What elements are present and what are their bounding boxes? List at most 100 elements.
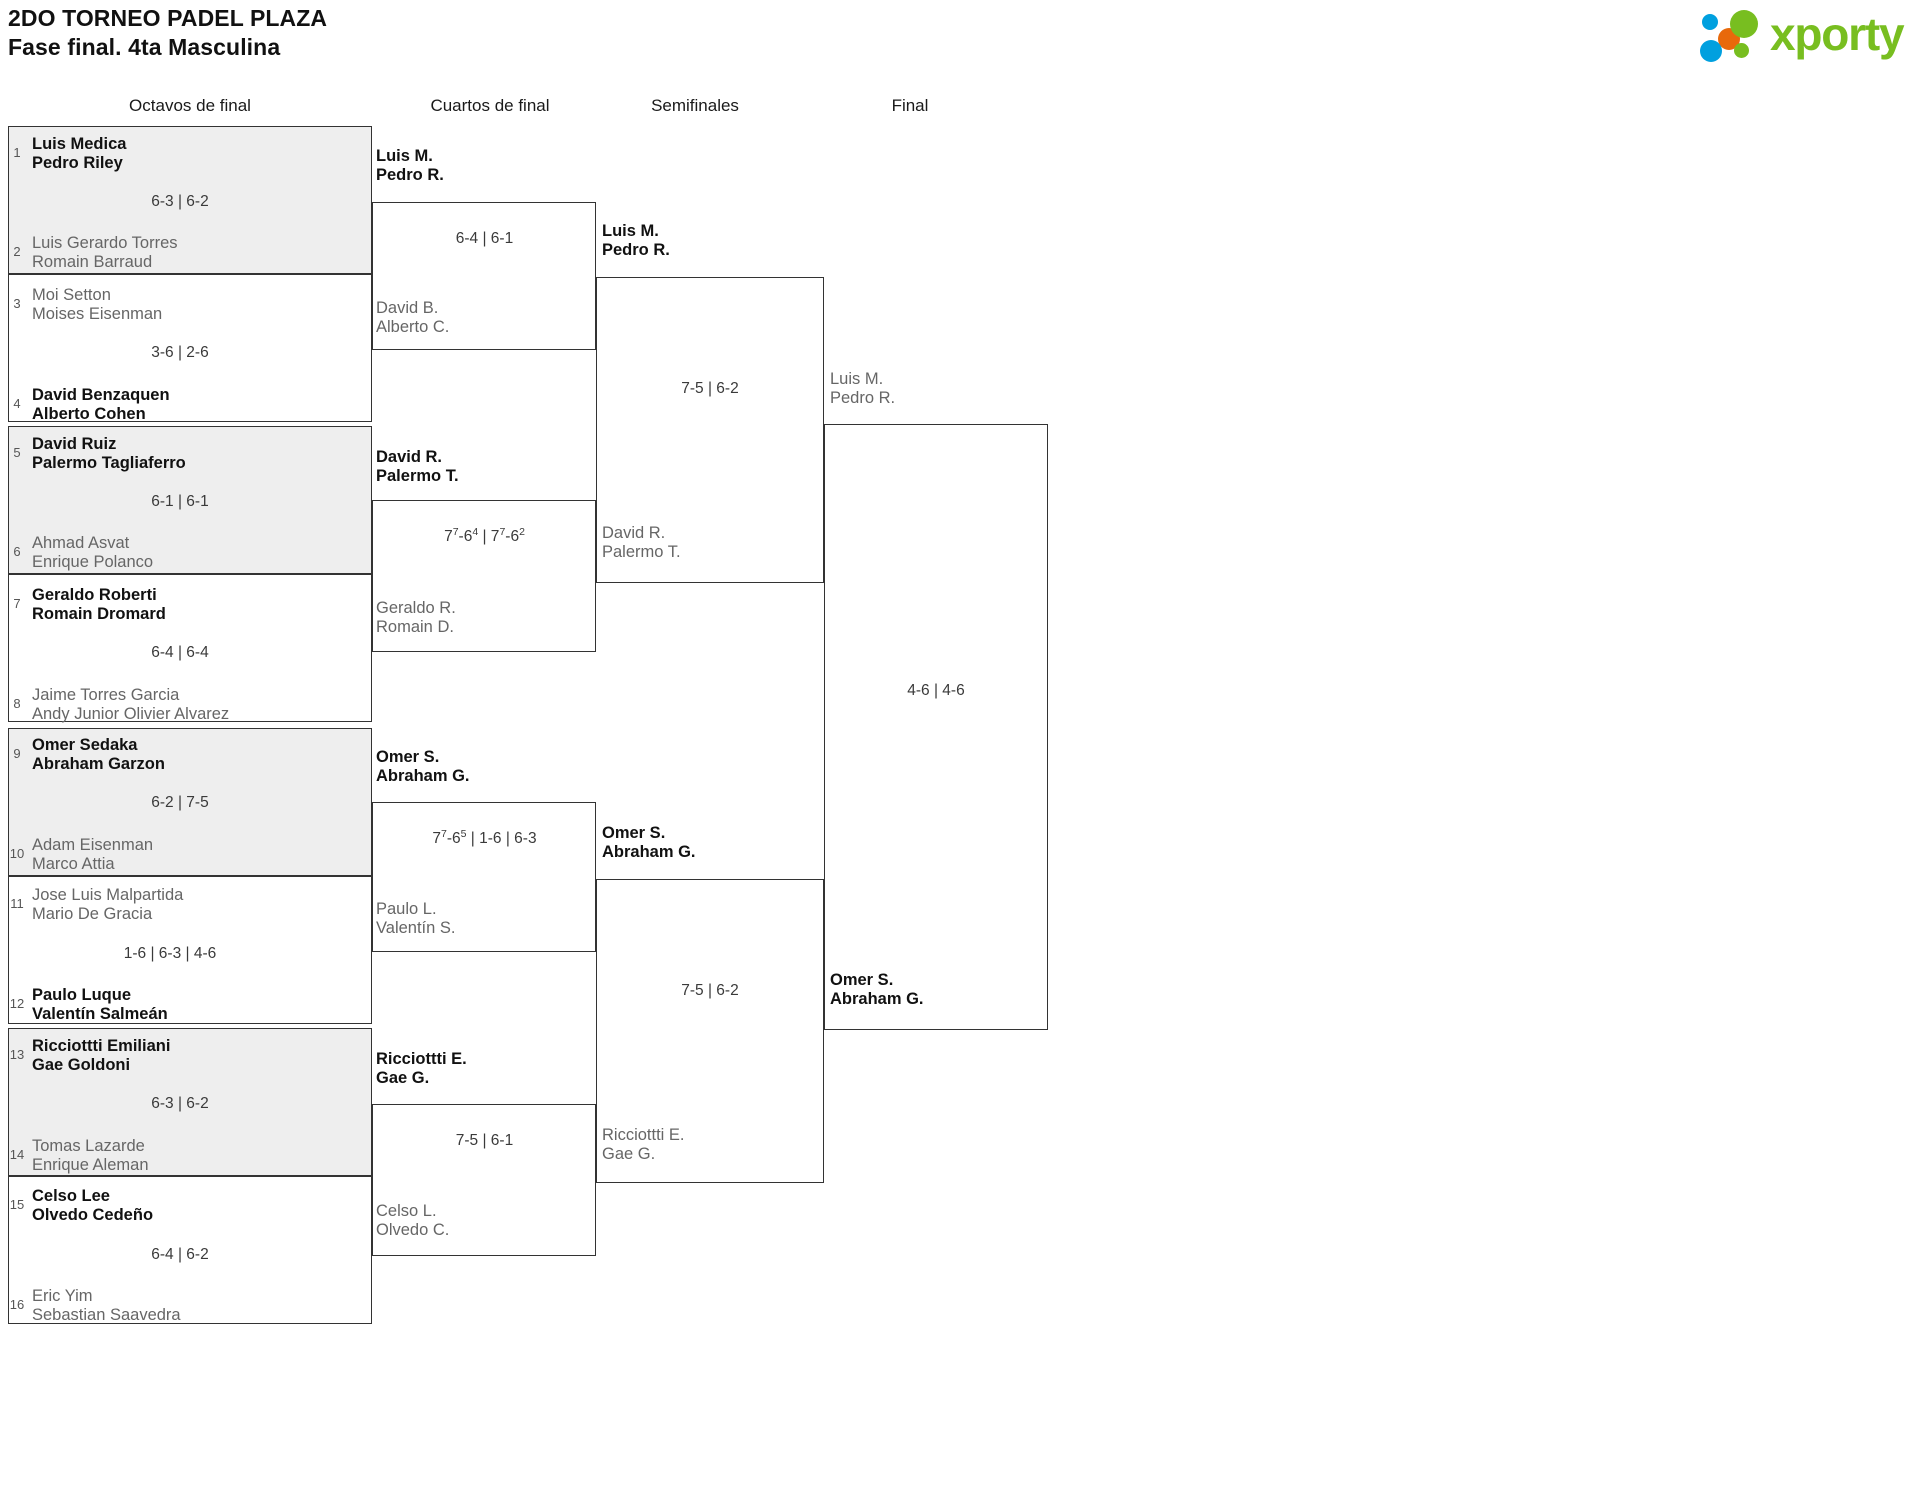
team-name: Mario De Gracia <box>32 905 153 923</box>
team-name: Pedro R. <box>830 389 896 407</box>
seed-number: 4 <box>13 396 21 411</box>
team-name: Abraham G. <box>376 767 470 785</box>
team-name: Olvedo C. <box>376 1221 450 1239</box>
logo-dot-blue-small <box>1702 14 1718 30</box>
logo-dot-blue-large <box>1700 40 1722 62</box>
round-header-semifinales: Semifinales <box>651 96 739 115</box>
team-name: Valentín S. <box>376 919 456 937</box>
team-name: Alberto C. <box>376 318 450 336</box>
team-name: Geraldo R. <box>376 599 456 617</box>
team-name: Palermo Tagliaferro <box>32 454 186 472</box>
team-name: Pedro R. <box>376 166 444 184</box>
team-name: Ricciottti Emiliani <box>32 1037 171 1055</box>
team-name: Omer Sedaka <box>32 736 138 754</box>
match-band-r1-m4[interactable] <box>8 574 372 722</box>
match-box-r3-m1[interactable] <box>596 277 824 583</box>
match-band-r1-m6[interactable] <box>8 876 372 1024</box>
match-box-r2-m2[interactable] <box>372 500 596 652</box>
team-name: Sebastian Saavedra <box>32 1306 181 1324</box>
team-name: Palermo T. <box>602 543 681 561</box>
round-header-cuartos: Cuartos de final <box>430 96 550 115</box>
team-name: Abraham Garzon <box>32 755 165 773</box>
team-name: Luis M. <box>602 222 659 240</box>
team-name: Paulo L. <box>376 900 437 918</box>
seed-number: 11 <box>10 896 24 911</box>
seed-number: 12 <box>9 996 25 1011</box>
team-name: Geraldo Roberti <box>32 586 157 604</box>
round-header-octavos: Octavos de final <box>129 96 251 115</box>
team-name: Romain Barraud <box>32 253 153 271</box>
logo-dots-icon <box>1700 10 1772 62</box>
team-name: Ricciottti E. <box>376 1050 467 1068</box>
team-name: Gae G. <box>602 1145 656 1163</box>
team-name: Marco Attia <box>32 855 115 873</box>
team-name: Eric Yim <box>32 1287 93 1305</box>
team-name: Omer S. <box>830 971 894 989</box>
team-name: Celso Lee <box>32 1187 110 1205</box>
team-name: Luis M. <box>830 370 884 388</box>
team-name: Omer S. <box>376 748 440 766</box>
seed-number: 5 <box>13 445 21 460</box>
match-score: 6-3 | 6-2 <box>151 1095 209 1112</box>
match-score: 6-2 | 7-5 <box>151 794 209 811</box>
seed-number: 14 <box>9 1147 25 1162</box>
match-band-r1-m5[interactable] <box>8 728 372 876</box>
team-name: Palermo T. <box>376 467 459 485</box>
match-score: 7-5 | 6-2 <box>681 380 739 397</box>
match-score: 6-3 | 6-2 <box>151 193 209 210</box>
match-score: 6-1 | 6-1 <box>151 493 209 510</box>
team-name: David Benzaquen <box>32 386 170 404</box>
match-score: 7-5 | 6-2 <box>681 982 739 999</box>
match-score: 7-5 | 6-1 <box>455 1132 514 1149</box>
seed-number: 8 <box>13 696 21 711</box>
team-name: Pedro R. <box>602 241 670 259</box>
match-score: 6-4 | 6-4 <box>151 644 209 661</box>
team-name: Luis Medica <box>32 135 127 153</box>
team-name: Moises Eisenman <box>32 305 163 323</box>
match-score: 77-64 | 77-62 <box>444 525 525 545</box>
team-name: Alberto Cohen <box>32 405 146 423</box>
match-band-r1-m3[interactable] <box>8 426 372 574</box>
seed-number: 6 <box>13 544 21 559</box>
match-box-r2-m1[interactable] <box>372 202 596 350</box>
team-name: Romain Dromard <box>32 605 166 623</box>
seed-number: 2 <box>13 244 21 259</box>
team-name: Jose Luis Malpartida <box>32 886 184 904</box>
title-block: 2DO TORNEO PADEL PLAZA Fase final. 4ta M… <box>8 4 327 62</box>
tournament-title: 2DO TORNEO PADEL PLAZA <box>8 5 328 31</box>
team-name: Jaime Torres Garcia <box>32 686 180 704</box>
team-name: David Ruiz <box>32 435 117 453</box>
team-name: Enrique Polanco <box>32 553 154 571</box>
match-score: 6-4 | 6-2 <box>151 1246 209 1263</box>
match-box-r3-m2[interactable] <box>596 879 824 1183</box>
round-header-final: Final <box>891 96 929 115</box>
team-name: Olvedo Cedeño <box>32 1206 154 1224</box>
seed-number: 10 <box>9 846 25 861</box>
team-name: David R. <box>602 524 666 542</box>
team-name: Pedro Riley <box>32 154 123 172</box>
seed-number: 3 <box>13 296 21 311</box>
team-name: Adam Eisenman <box>32 836 154 854</box>
team-name: Tomas Lazarde <box>32 1137 145 1155</box>
team-name: David B. <box>376 299 439 317</box>
xporty-logo[interactable]: xporty <box>1700 8 1912 62</box>
match-score: 3-6 | 2-6 <box>151 344 209 361</box>
match-score: 77-65 | 1-6 | 6-3 <box>432 827 537 847</box>
match-box-r2-m4[interactable] <box>372 1104 596 1256</box>
match-box-final[interactable] <box>824 424 1048 1030</box>
match-score: 4-6 | 4-6 <box>907 682 965 699</box>
seed-number: 15 <box>9 1197 25 1212</box>
seed-number: 7 <box>13 596 21 611</box>
match-band-r1-m1[interactable] <box>8 126 372 274</box>
match-score: 1-6 | 6-3 | 4-6 <box>123 945 217 962</box>
logo-dot-green-large <box>1730 10 1758 38</box>
team-name: Moi Setton <box>32 286 111 304</box>
team-name: Luis M. <box>376 147 433 165</box>
match-band-r1-m8[interactable] <box>8 1176 372 1324</box>
match-band-r1-m7[interactable] <box>8 1028 372 1176</box>
match-box-r2-m3[interactable] <box>372 802 596 952</box>
team-name: Celso L. <box>376 1202 437 1220</box>
match-band-r1-m2[interactable] <box>8 274 372 422</box>
logo-wordmark: xporty <box>1770 8 1905 60</box>
